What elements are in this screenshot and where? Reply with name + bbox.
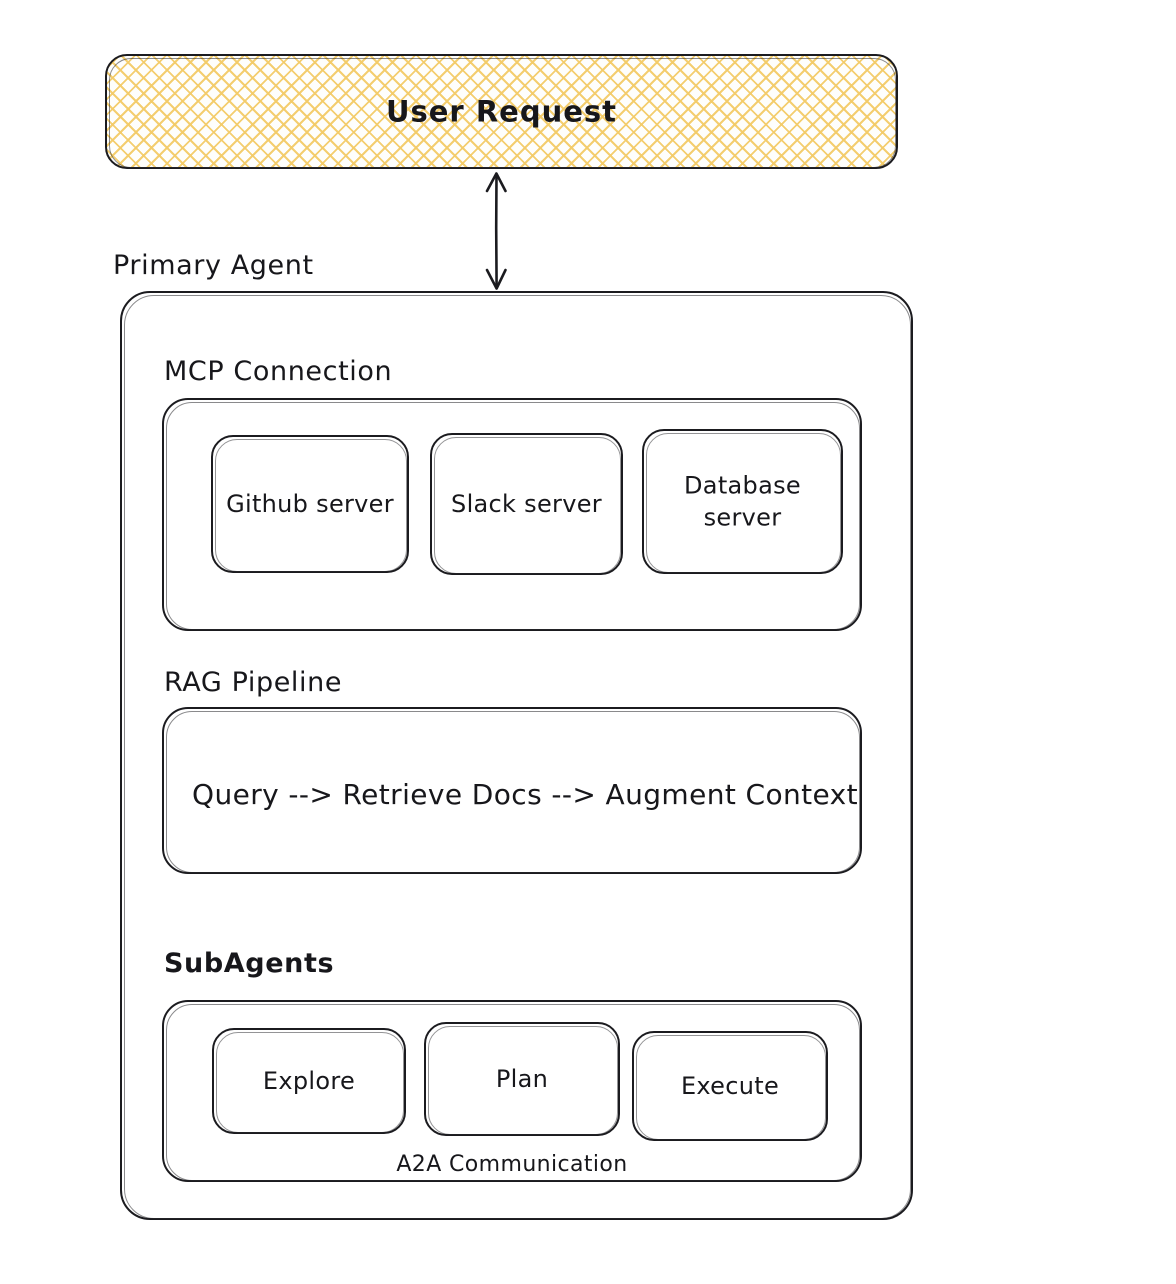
- mcp-server-slack-label: Slack server: [451, 489, 602, 518]
- mcp-server-database[interactable]: Database server: [642, 429, 843, 574]
- subagent-plan[interactable]: Plan: [424, 1022, 620, 1136]
- rag-pipeline-label: RAG Pipeline: [164, 667, 343, 698]
- user-request-node[interactable]: User Request: [105, 54, 898, 169]
- primary-agent-label: Primary Agent: [113, 250, 314, 281]
- rag-pipeline-container[interactable]: [162, 707, 862, 874]
- subagent-explore[interactable]: Explore: [212, 1028, 406, 1134]
- bidirectional-arrow-icon: [474, 168, 518, 294]
- rag-pipeline-flow-text: Query --> Retrieve Docs --> Augment Cont…: [192, 778, 859, 811]
- mcp-connection-label: MCP Connection: [164, 356, 393, 387]
- a2a-communication-label: A2A Communication: [396, 1152, 628, 1177]
- subagent-plan-label: Plan: [495, 1064, 549, 1093]
- mcp-server-github-label: Github server: [226, 489, 394, 518]
- subagent-execute[interactable]: Execute: [632, 1031, 828, 1141]
- subagent-explore-label: Explore: [262, 1066, 356, 1095]
- user-request-label: User Request: [385, 93, 618, 128]
- subagents-label: SubAgents: [164, 948, 335, 979]
- subagent-execute-label: Execute: [680, 1071, 780, 1100]
- mcp-server-database-label: Database server: [684, 471, 801, 532]
- mcp-server-slack[interactable]: Slack server: [430, 433, 623, 575]
- mcp-server-github[interactable]: Github server: [211, 435, 409, 573]
